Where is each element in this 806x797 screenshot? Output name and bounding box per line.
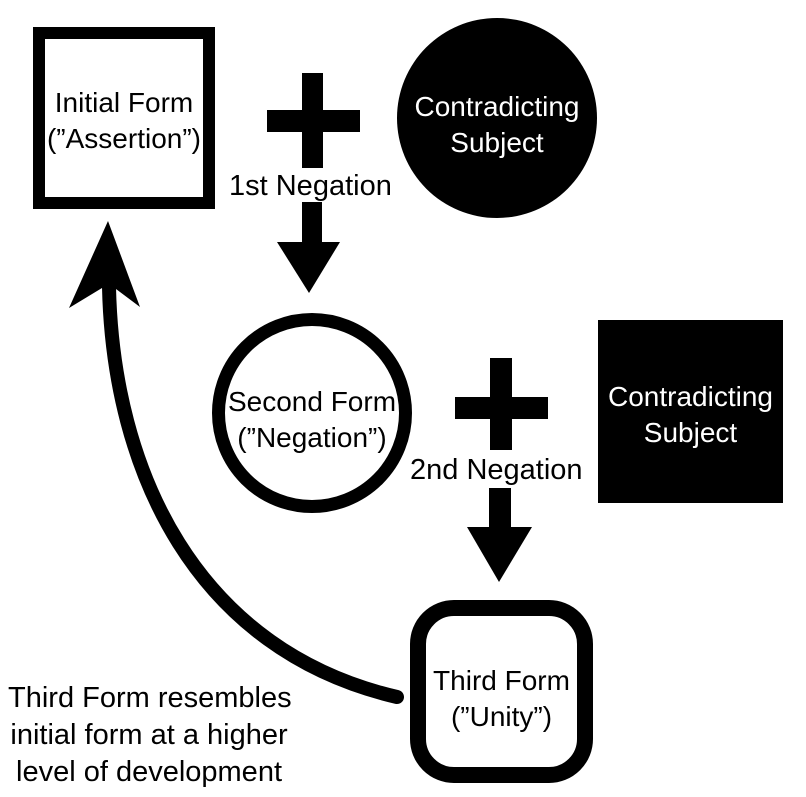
curved-arrow-path: [102, 280, 404, 704]
caption-line2: initial form at a higher: [10, 719, 288, 751]
node-second-form-line2: (”Negation”): [237, 422, 387, 453]
node-third-form-line1: Third Form: [433, 664, 570, 696]
node-contradicting-subject-right-line2: Subject: [643, 416, 738, 448]
plus-icon-first-negation: [267, 73, 360, 168]
node-contradicting-subject-right: Contradicting Subject: [598, 320, 783, 503]
node-contradicting-subject-right-line1: Contradicting: [608, 380, 773, 412]
node-third-form-line2: (”Unity”): [450, 700, 553, 732]
plus-icon-second-negation: [455, 358, 548, 450]
caption-line1: Third Form resembles: [8, 682, 292, 714]
arrow-head: [467, 527, 532, 582]
label-second-negation: 2nd Negation: [410, 454, 583, 486]
curved-arrow-head: [69, 221, 140, 308]
arrow-head: [277, 242, 340, 293]
arrow-down-icon-first: [277, 202, 340, 293]
node-contradicting-subject-top-line2: Subject: [450, 127, 544, 158]
plus-horizontal-bar: [267, 110, 360, 132]
curved-return-arrow-icon: [69, 221, 404, 704]
arrow-shaft: [302, 202, 322, 244]
node-contradicting-subject-top-line1: Contradicting: [414, 91, 580, 122]
caption-line3: level of development: [16, 756, 282, 788]
node-second-form-line1: Second Form: [227, 386, 397, 417]
arrow-shaft: [489, 488, 511, 529]
caption-third-form-note: Third Form resembles initial form at a h…: [8, 680, 292, 791]
arrow-down-icon-second: [467, 488, 532, 582]
node-initial-form-line1: Initial Form: [54, 87, 194, 118]
node-third-form: Third Form (”Unity”): [410, 600, 593, 783]
node-initial-form: Initial Form (”Assertion”): [33, 27, 215, 209]
label-first-negation: 1st Negation: [229, 170, 392, 202]
node-contradicting-subject-top: Contradicting Subject: [397, 18, 597, 218]
node-second-form: Second Form (”Negation”): [212, 313, 412, 513]
node-initial-form-line2: (”Assertion”): [46, 123, 201, 154]
plus-horizontal-bar: [455, 397, 548, 419]
